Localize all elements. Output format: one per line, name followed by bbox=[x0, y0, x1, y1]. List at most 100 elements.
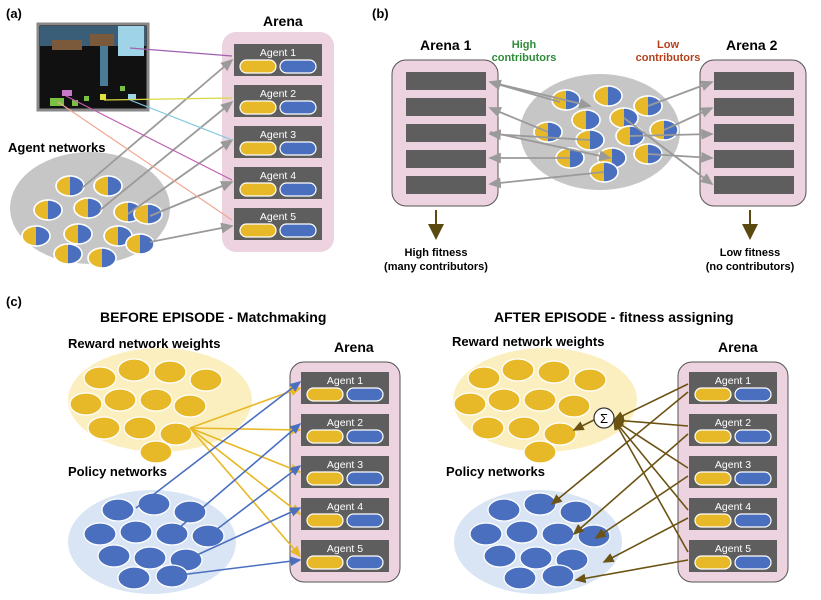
arrow bbox=[663, 107, 714, 131]
policy-pill bbox=[279, 59, 317, 74]
policy-pill bbox=[734, 471, 772, 486]
agent-network-pie bbox=[125, 233, 155, 255]
sum-node bbox=[593, 407, 615, 429]
agent-label: Agent 3 bbox=[715, 459, 751, 471]
arena-c-right-title: Arena bbox=[718, 339, 758, 355]
arrow bbox=[185, 507, 302, 561]
arrow bbox=[189, 427, 302, 473]
agent-box-3: Agent 3 bbox=[234, 126, 322, 158]
agent-network-pie bbox=[53, 243, 83, 265]
arrow bbox=[613, 418, 689, 553]
agent-label: Agent 5 bbox=[715, 543, 751, 555]
network-oval bbox=[133, 546, 167, 570]
low-contributors-line2: contributors bbox=[636, 52, 701, 64]
arrow bbox=[488, 107, 549, 133]
arrow bbox=[629, 128, 714, 140]
agent-label: Agent 5 bbox=[327, 543, 363, 555]
policy-network-ovals-right bbox=[469, 492, 611, 590]
reward-weight-ovals-right bbox=[453, 358, 607, 464]
arrow bbox=[81, 58, 234, 189]
network-oval bbox=[577, 524, 611, 548]
agent-network-pie bbox=[73, 197, 103, 219]
network-oval bbox=[189, 368, 223, 392]
reward-pill bbox=[694, 555, 732, 570]
arrow bbox=[572, 419, 595, 431]
network-oval bbox=[83, 522, 117, 546]
reward-pill bbox=[694, 387, 732, 402]
policy-label-right: Policy networks bbox=[446, 464, 545, 479]
arena2-slot bbox=[714, 176, 794, 194]
arena2-slot bbox=[714, 72, 794, 90]
agent-box-3: Agent 3 bbox=[689, 456, 777, 488]
arrow bbox=[189, 427, 302, 558]
arena2-slot bbox=[714, 124, 794, 142]
arrow bbox=[189, 425, 302, 435]
arrow bbox=[574, 559, 689, 584]
reward-pill bbox=[306, 387, 344, 402]
arena2-slot bbox=[714, 98, 794, 116]
policy-pill bbox=[734, 387, 772, 402]
agent-label: Agent 1 bbox=[327, 375, 363, 387]
agent-box-4: Agent 4 bbox=[301, 498, 389, 530]
after-episode-title: AFTER EPISODE - fitness assigning bbox=[494, 309, 734, 325]
network-oval bbox=[153, 360, 187, 384]
arrow bbox=[149, 181, 234, 217]
network-oval bbox=[117, 358, 151, 382]
policy-pill bbox=[279, 182, 317, 197]
agent-network-pie bbox=[63, 223, 93, 245]
arrow bbox=[99, 100, 234, 211]
network-oval bbox=[117, 566, 151, 590]
network-oval bbox=[573, 368, 607, 392]
network-oval bbox=[471, 416, 505, 440]
arrow bbox=[189, 386, 302, 429]
network-oval bbox=[139, 388, 173, 412]
arrow bbox=[612, 418, 689, 511]
agent-label: Agent 1 bbox=[260, 47, 296, 59]
reward-pill bbox=[239, 100, 277, 115]
arrow bbox=[594, 475, 689, 539]
agent-network-pie bbox=[593, 85, 623, 107]
agent-label: Agent 4 bbox=[260, 170, 296, 182]
arrow bbox=[207, 465, 302, 537]
arrow bbox=[171, 422, 302, 535]
reward-label-left: Reward network weights bbox=[68, 336, 220, 351]
policy-label-left: Policy networks bbox=[68, 464, 167, 479]
arrow bbox=[647, 80, 714, 107]
agent-network-pie bbox=[589, 161, 619, 183]
network-oval bbox=[541, 522, 575, 546]
arena1-slot bbox=[406, 72, 486, 90]
policy-pill bbox=[279, 223, 317, 238]
network-oval bbox=[523, 492, 557, 516]
arrow bbox=[647, 151, 714, 163]
reward-weight-ovals-left bbox=[69, 358, 223, 464]
low-fitness-line1: Low fitness bbox=[720, 247, 781, 259]
agent-label: Agent 2 bbox=[715, 417, 751, 429]
reward-pill bbox=[694, 513, 732, 528]
reward-pill bbox=[694, 429, 732, 444]
agent-label: Agent 2 bbox=[327, 417, 363, 429]
high-contributors-line1: High bbox=[512, 39, 537, 51]
game-screenshot bbox=[36, 22, 150, 112]
agent-network-pie bbox=[633, 143, 663, 165]
agent-box-2: Agent 2 bbox=[689, 414, 777, 446]
arrow bbox=[572, 433, 689, 536]
arena1-slot bbox=[406, 98, 486, 116]
agent-label: Agent 4 bbox=[715, 501, 751, 513]
policy-pill bbox=[279, 100, 317, 115]
network-oval bbox=[97, 544, 131, 568]
network-oval bbox=[503, 566, 537, 590]
matchmaking-arrows bbox=[135, 381, 302, 577]
policy-pill bbox=[346, 513, 384, 528]
reward-pill bbox=[239, 182, 277, 197]
panel-c-letter: (c) bbox=[6, 294, 22, 309]
agent-box-4: Agent 4 bbox=[234, 167, 322, 199]
agent-network-pie bbox=[87, 247, 117, 269]
arrow bbox=[488, 171, 605, 189]
agent-network-pie bbox=[571, 109, 601, 131]
agent-box-2: Agent 2 bbox=[301, 414, 389, 446]
reward-pill bbox=[306, 555, 344, 570]
policy-pill bbox=[346, 387, 384, 402]
